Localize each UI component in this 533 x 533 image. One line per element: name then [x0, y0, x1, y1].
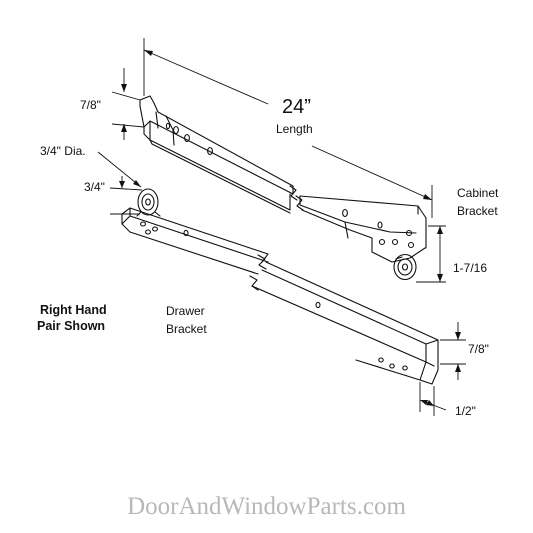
- length-value-label: 24”: [282, 96, 311, 118]
- drawer-bracket-label-line2: Bracket: [166, 322, 207, 336]
- pair-note-line2: Pair Shown: [37, 319, 106, 333]
- dim-drawer-flange-label: 1/2": [455, 404, 476, 418]
- drawer-break-line: [257, 254, 267, 270]
- site-watermark: DoorAndWindowParts.com: [127, 493, 406, 520]
- cabinet-bracket-label-line2: Bracket: [457, 204, 498, 218]
- cabinet-bracket-right-segment: [299, 195, 427, 281]
- dim-top-left-label: 7/8": [80, 98, 101, 112]
- dimension-arrowheads: [119, 50, 461, 406]
- drawer-bracket-label-line1: Drawer: [166, 304, 205, 318]
- pair-note-line1: Right Hand: [40, 303, 107, 317]
- drawer-bracket-left-segment: [121, 188, 269, 275]
- dim-drawer-height-label: 7/8": [468, 342, 489, 356]
- drawer-bracket-right-segment: [251, 261, 439, 385]
- length-word-label: Length: [276, 122, 313, 136]
- cabinet-bracket-label-line1: Cabinet: [457, 186, 499, 200]
- dim-wheel-height-label: 3/4": [84, 180, 105, 194]
- cabinet-break-line: [289, 185, 298, 201]
- dim-wheel-dia-label: 3/4" Dia.: [40, 144, 86, 158]
- dimension-lines: [97, 38, 466, 416]
- dim-cabinet-side-label: 1-7/16: [453, 261, 488, 275]
- cabinet-bracket-left-segment: [139, 95, 294, 214]
